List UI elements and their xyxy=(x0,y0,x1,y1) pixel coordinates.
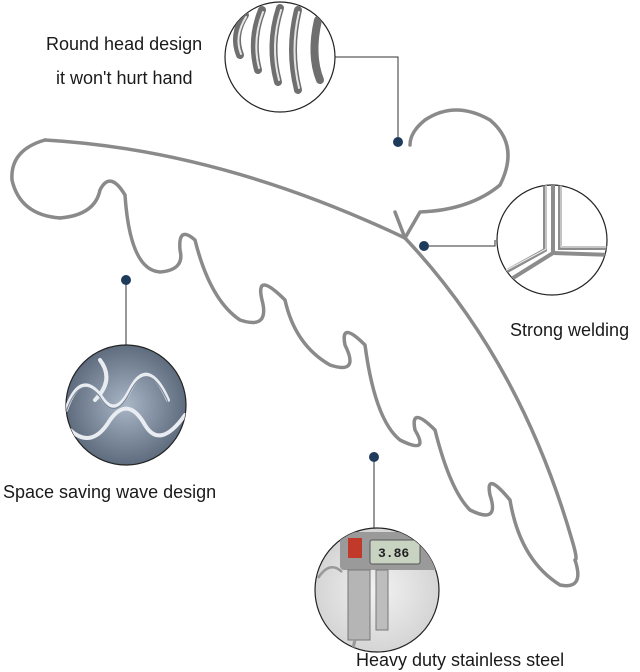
marker-dot xyxy=(419,241,429,251)
callout-markers xyxy=(121,137,429,462)
round-head-detail-icon xyxy=(224,1,336,113)
wave-detail-icon xyxy=(65,344,187,466)
steel-caption: Heavy duty stainless steel xyxy=(356,650,565,670)
welding-caption: Strong welding xyxy=(510,320,630,340)
caliper-detail-icon: 3.86 xyxy=(314,527,440,653)
callout-leaders xyxy=(125,56,496,528)
hanger-wire xyxy=(10,108,580,588)
marker-dot xyxy=(369,452,379,462)
marker-dot xyxy=(393,137,403,147)
caliper-readout: 3.86 xyxy=(378,546,409,561)
wave-caption: Space saving wave design xyxy=(3,482,217,502)
weld-detail-icon xyxy=(496,184,608,296)
round-head-caption-line2: it won't hurt hand xyxy=(56,68,193,88)
marker-dot xyxy=(121,275,131,285)
round-head-caption-line1: Round head design xyxy=(46,34,203,54)
